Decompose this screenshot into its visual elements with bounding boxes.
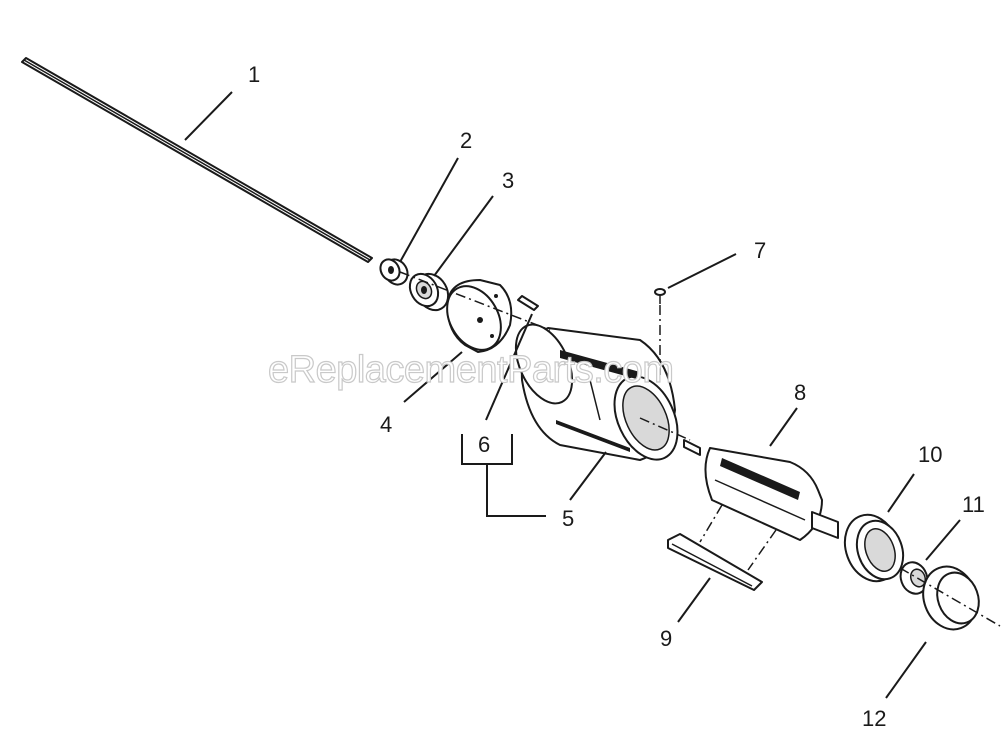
callout-10: 10	[918, 442, 942, 467]
callout-2: 2	[460, 128, 472, 153]
callout-1: 1	[248, 62, 260, 87]
leader-lines	[184, 91, 961, 699]
part-5-housing	[514, 323, 679, 461]
callout-5: 5	[562, 506, 574, 531]
callout-9: 9	[660, 626, 672, 651]
part-2-nut	[379, 258, 409, 286]
callout-3: 3	[502, 168, 514, 193]
part-1-shaft	[21, 57, 373, 263]
watermark-text: eReplacementParts.com	[268, 349, 674, 391]
part-12-end-ring	[922, 565, 980, 631]
callout-12: 12	[862, 706, 886, 731]
center-lines	[399, 271, 1001, 627]
callout-7: 7	[754, 238, 766, 263]
callout-11: 11	[962, 492, 985, 517]
callout-6: 6	[478, 432, 490, 457]
callout-labels: 1 2 3 4 6 5 7 8 9 10 11 12	[248, 62, 985, 731]
part-4-end-bell	[446, 279, 513, 353]
part-3-bearing	[408, 272, 450, 312]
part-8-armature	[683, 439, 839, 541]
part-7-screw	[654, 288, 666, 304]
callout-8: 8	[794, 380, 806, 405]
callout-4: 4	[380, 412, 392, 437]
part-9-brush-plate	[667, 533, 763, 591]
part-10-ring	[843, 513, 905, 583]
part-6-pin	[517, 295, 539, 311]
